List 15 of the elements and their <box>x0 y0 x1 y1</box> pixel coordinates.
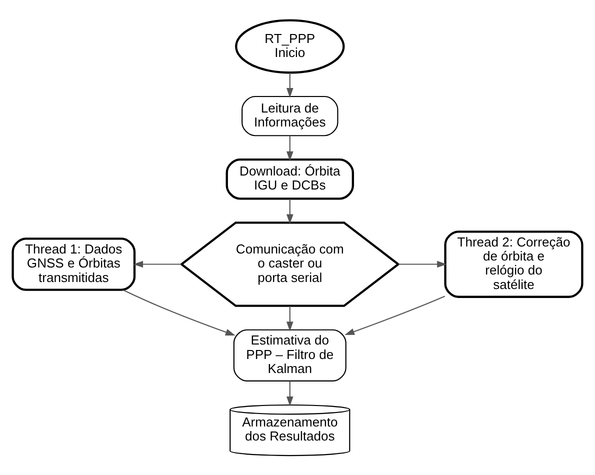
arrow <box>398 260 447 268</box>
node-box: Estimativa do PPP – Filtro de Kalman <box>233 328 346 381</box>
node-box: Thread 1: Dados GNSS e Órbitas transmitidas <box>12 237 136 290</box>
arrow <box>122 288 236 336</box>
arrow <box>344 295 446 335</box>
node-box: Thread 2: Correção de órbita e relógio do satélite <box>444 230 584 298</box>
node-ellipse: RT_PPP Inicio <box>235 18 345 74</box>
arrow <box>286 198 294 224</box>
node-box: Leitura de Informações <box>242 95 338 136</box>
arrow <box>286 135 294 161</box>
node-box: Download: Órbita IGU e DCBs <box>226 158 354 200</box>
arrow <box>286 72 294 98</box>
arrow <box>286 306 294 331</box>
arrow <box>286 380 294 406</box>
arrow <box>133 260 182 268</box>
